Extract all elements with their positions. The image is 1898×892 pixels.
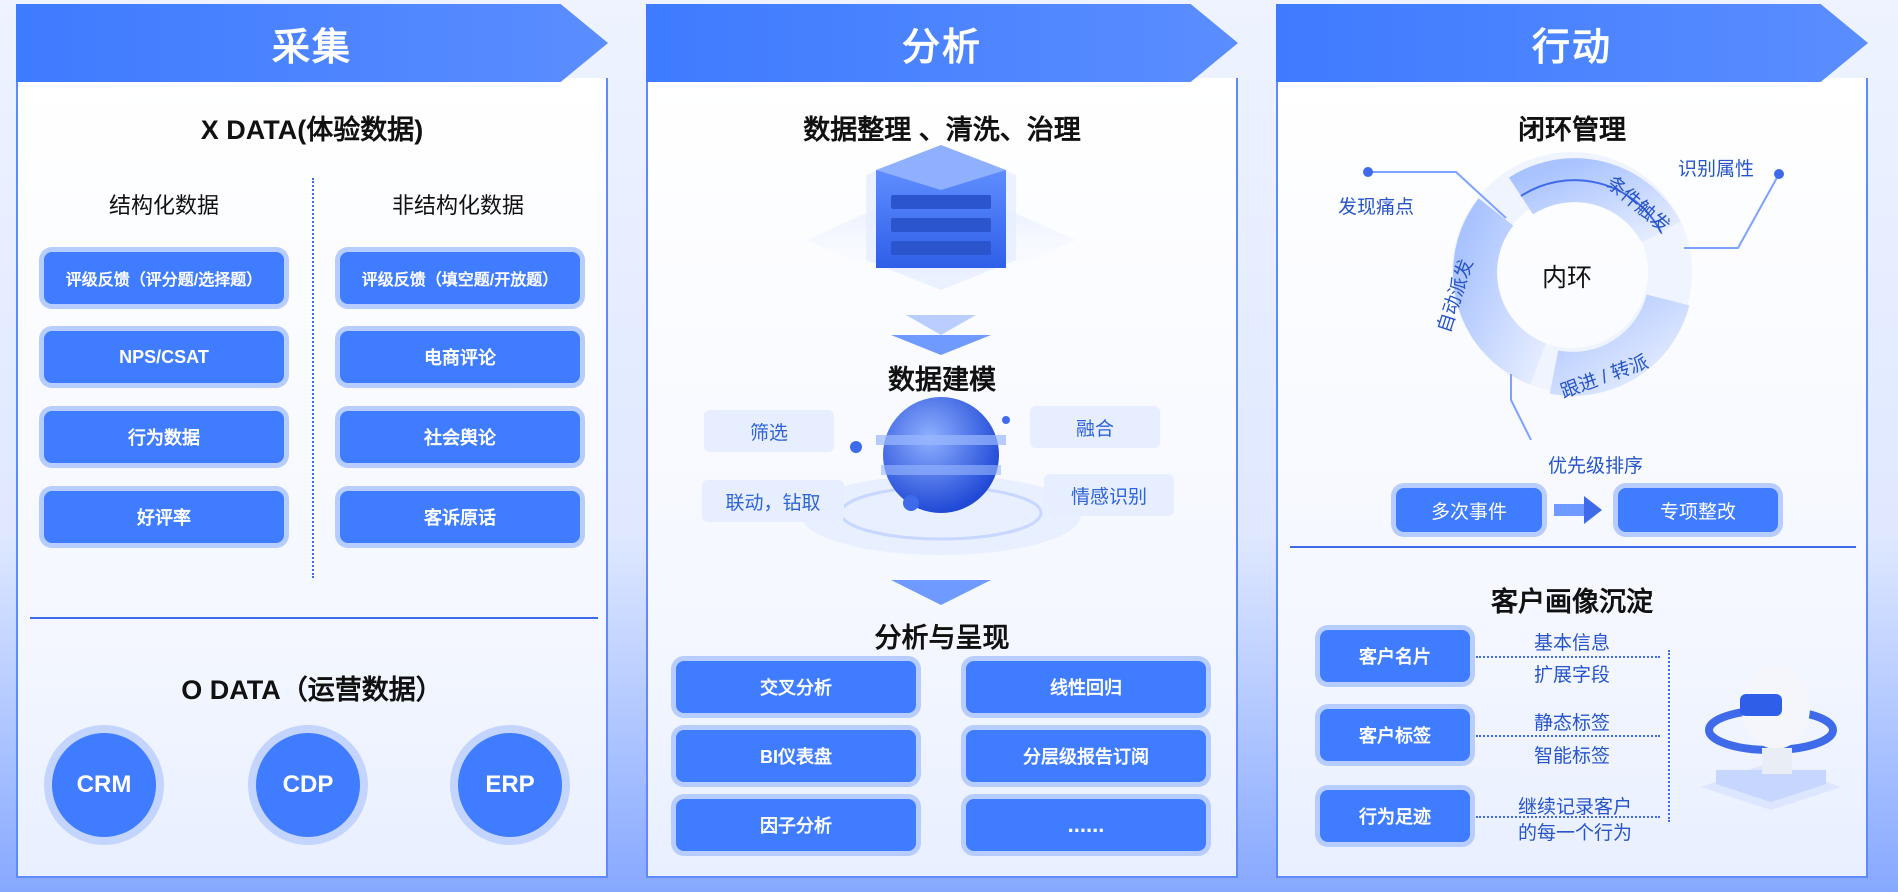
profile-row-label: 客户名片 [1320,630,1470,682]
callout-pain-point: 发现痛点 [1338,197,1415,218]
collect-header: 采集 [16,4,608,82]
analyze-column: 分析 数据整理 、清洗、治理 数据建模 [646,0,1238,878]
odata-title: O DATA（运营数据） [181,675,443,705]
unstructured-item: 电商评论 [340,331,580,383]
flow-arrow-icon [1554,496,1602,524]
ai-avatar-illustration [1701,665,1841,810]
closed-loop-ring [1363,152,1784,440]
structured-item: 好评率 [44,491,284,543]
cdp-badge: CDP [256,733,360,837]
loop-title: 闭环管理 [1518,115,1626,145]
clean-title: 数据整理 、清洗、治理 [803,115,1081,145]
structured-title: 结构化数据 [108,193,219,218]
unstructured-item: 社会舆论 [340,411,580,463]
unstructured-item: 客诉原话 [340,491,580,543]
flow-multi-event: 多次事件 [1396,488,1542,532]
model-tag-sentiment: 情感识别 [1044,474,1174,516]
profile-detail: 扩展字段 [1534,665,1611,686]
inner-loop-label: 内环 [1542,264,1593,292]
collect-column: 采集 X DATA(体验数据) 结构化数据 非结构化数据 评级反馈（评分题/选择… [16,0,608,878]
profile-detail: 智能标签 [1534,746,1611,767]
sphere-model-illustration [801,397,1081,605]
structured-item: 评级反馈（评分题/选择题） [44,252,284,304]
callout-priority: 优先级排序 [1548,456,1644,477]
model-title: 数据建模 [888,365,996,395]
section-divider [1290,546,1856,548]
profile-detail: 基本信息 [1534,633,1611,654]
action-column: 行动 闭环管理 内环 条件触发 自动派发 跟进 / 转派 发现痛点 识别属性 优… [1276,0,1868,878]
profile-connector [1476,656,1660,658]
xdata-title: X DATA(体验数据) [200,115,424,145]
unstructured-item: 评级反馈（填空题/开放题） [340,252,580,304]
analyze-header: 分析 [646,4,1238,82]
profile-detail: 静态标签 [1534,713,1611,734]
profile-detail: 的每一个行为 [1518,823,1633,844]
column-divider [312,178,314,578]
erp-badge: ERP [458,733,562,837]
flow-special-fix: 专项整改 [1618,488,1778,532]
model-tag-filter: 筛选 [704,410,834,452]
present-item: 分层级报告订阅 [966,730,1206,782]
callout-identify-attr: 识别属性 [1678,159,1755,180]
present-item-more: ...... [966,799,1206,851]
crm-badge: CRM [52,733,156,837]
present-title: 分析与呈现 [874,623,1010,653]
action-header: 行动 [1276,4,1868,82]
server-stack-illustration [806,145,1076,355]
profile-row-label: 客户标签 [1320,709,1470,761]
present-item: 因子分析 [676,799,916,851]
present-item: 线性回归 [966,661,1206,713]
profile-detail: 继续记录客户 [1518,797,1633,818]
profile-connector [1476,735,1660,737]
present-item: 交叉分析 [676,661,916,713]
present-item: BI仪表盘 [676,730,916,782]
profile-row-label: 行为足迹 [1320,790,1470,842]
unstructured-title: 非结构化数据 [391,193,524,218]
profile-title: 客户画像沉淀 [1491,587,1653,617]
profile-bracket [1668,650,1670,822]
model-tag-drilldown: 联动，钻取 [702,480,844,522]
structured-item: 行为数据 [44,411,284,463]
section-divider [30,617,598,619]
structured-item: NPS/CSAT [44,331,284,383]
model-tag-merge: 融合 [1030,406,1160,448]
profile-connector [1476,816,1660,818]
